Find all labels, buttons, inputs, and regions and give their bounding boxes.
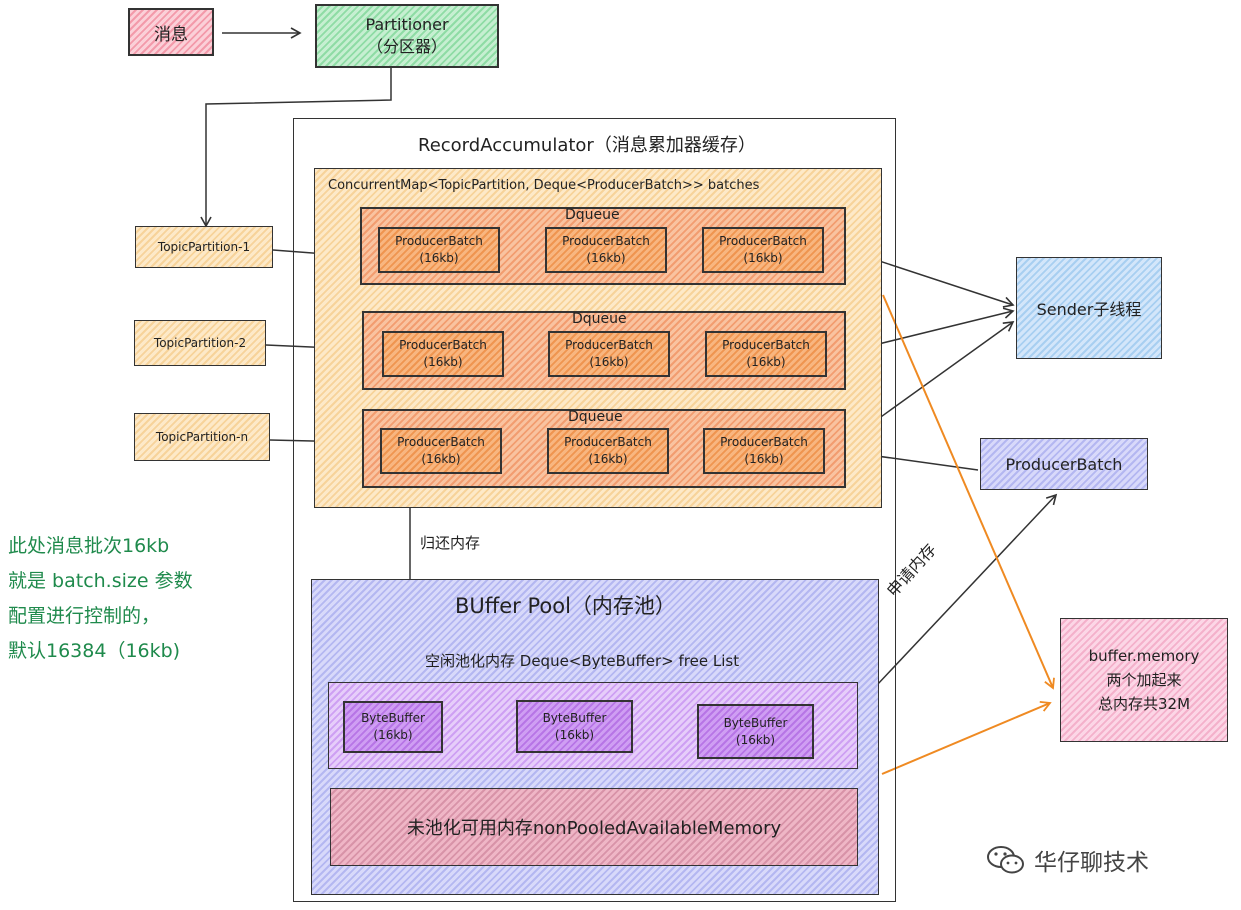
batch-name: ProducerBatch	[397, 435, 485, 449]
producer-batch: ProducerBatch (16kb)	[705, 331, 827, 377]
orange-arrow-accumulator	[882, 294, 1055, 690]
watermark: 华仔聊技术	[986, 843, 1149, 877]
producer-batch: ProducerBatch (16kb)	[703, 428, 825, 474]
request-memory-arrow	[859, 493, 1058, 704]
partitioner-title: Partitioner	[365, 15, 449, 34]
wechat-icon	[987, 846, 1024, 874]
byte-buffer-size: (16kb)	[373, 728, 413, 742]
topic-partition-label: TopicPartition-2	[153, 336, 247, 350]
byte-buffer: ByteBuffer (16kb)	[343, 701, 443, 753]
batch-size: (16kb)	[423, 355, 463, 369]
record-accumulator-title: RecordAccumulator（消息累加器缓存）	[418, 135, 756, 156]
partitioner-to-partition-arrow	[200, 68, 392, 228]
producer-batch: ProducerBatch (16kb)	[702, 227, 824, 273]
free-list-label: 空闲池化内存 Deque<ByteBuffer> free List	[425, 652, 740, 670]
sender-thread-label: Sender子线程	[1036, 300, 1142, 319]
batch-size: (16kb)	[588, 452, 628, 466]
batch-name: ProducerBatch	[562, 234, 650, 248]
batch-name: ProducerBatch	[720, 435, 808, 449]
note-line: 就是 batch.size 参数	[8, 570, 193, 592]
topic-partition-n: TopicPartition-n	[134, 413, 270, 461]
orange-arrow-pool	[881, 701, 1052, 775]
batch-name: ProducerBatch	[399, 338, 487, 352]
record-accumulator-container	[293, 118, 896, 902]
batch-size: (16kb)	[746, 355, 786, 369]
partitioner-box: Partitioner （分区器）	[315, 4, 499, 68]
non-pooled-memory-label: 未池化可用内存nonPooledAvailableMemory	[406, 818, 782, 839]
return-memory-label: 归还内存	[420, 534, 481, 552]
batch-size: (16kb)	[743, 251, 783, 265]
message-label: 消息	[154, 24, 188, 45]
note-line: 配置进行控制的，	[8, 605, 161, 627]
deque-label: Dqueue	[568, 409, 623, 425]
producer-batch-box: ProducerBatch	[980, 438, 1148, 490]
byte-buffer-name: ByteBuffer	[542, 710, 607, 725]
byte-buffer-name: ByteBuffer	[361, 711, 425, 725]
producer-batch: ProducerBatch (16kb)	[548, 331, 670, 377]
batch-name: ProducerBatch	[722, 338, 810, 352]
concurrent-map-label: ConcurrentMap<TopicPartition, Deque<Prod…	[328, 178, 760, 193]
producer-batch: ProducerBatch (16kb)	[547, 428, 669, 474]
topic-partition-2: TopicPartition-2	[134, 320, 266, 366]
watermark-text: 华仔聊技术	[1034, 850, 1149, 876]
producer-batch: ProducerBatch (16kb)	[378, 227, 500, 273]
batch-size-note: 此处消息批次16kb 就是 batch.size 参数 配置进行控制的， 默认1…	[8, 529, 193, 669]
byte-buffer-size: (16kb)	[735, 732, 776, 747]
note-line: 默认16384（16kb)	[8, 640, 181, 662]
byte-buffer: ByteBuffer (16kb)	[516, 700, 633, 753]
deque-label: Dqueue	[572, 311, 627, 327]
batch-size: (16kb)	[744, 452, 784, 466]
batch-name: ProducerBatch	[564, 435, 652, 449]
topic-partition-label: TopicPartition-1	[157, 240, 251, 254]
batch-name: ProducerBatch	[395, 234, 483, 248]
topic-partition-1: TopicPartition-1	[135, 226, 273, 268]
note-line: 此处消息批次16kb	[8, 535, 170, 557]
partitioner-subtitle: （分区器）	[366, 37, 447, 56]
byte-buffer-name: ByteBuffer	[723, 715, 788, 730]
byte-buffer-size: (16kb)	[554, 727, 595, 742]
sender-thread-box: Sender子线程	[1016, 257, 1162, 359]
batch-size: (16kb)	[421, 452, 461, 466]
buffer-memory-line3: 总内存共32M	[1097, 695, 1191, 713]
batch-size: (16kb)	[419, 251, 459, 265]
buffer-memory-line1: buffer.memory	[1088, 647, 1200, 665]
producer-batch: ProducerBatch (16kb)	[545, 227, 667, 273]
byte-buffer: ByteBuffer (16kb)	[697, 704, 814, 759]
message-box: 消息	[128, 8, 214, 56]
buffer-memory-line2: 两个加起来	[1106, 671, 1182, 689]
batch-name: ProducerBatch	[565, 338, 653, 352]
non-pooled-memory-box: 未池化可用内存nonPooledAvailableMemory	[330, 788, 858, 866]
buffer-memory-box: buffer.memory 两个加起来 总内存共32M	[1060, 618, 1228, 742]
deque-label: Dqueue	[565, 207, 620, 223]
topic-partition-label: TopicPartition-n	[155, 430, 249, 444]
buffer-pool-title: BUffer Pool（内存池）	[455, 594, 676, 618]
producer-batch: ProducerBatch (16kb)	[382, 331, 504, 377]
batch-name: ProducerBatch	[719, 234, 807, 248]
batch-size: (16kb)	[589, 355, 629, 369]
batch-size: (16kb)	[586, 251, 626, 265]
producer-batch-label: ProducerBatch	[1005, 454, 1123, 474]
producer-batch: ProducerBatch (16kb)	[380, 428, 502, 474]
